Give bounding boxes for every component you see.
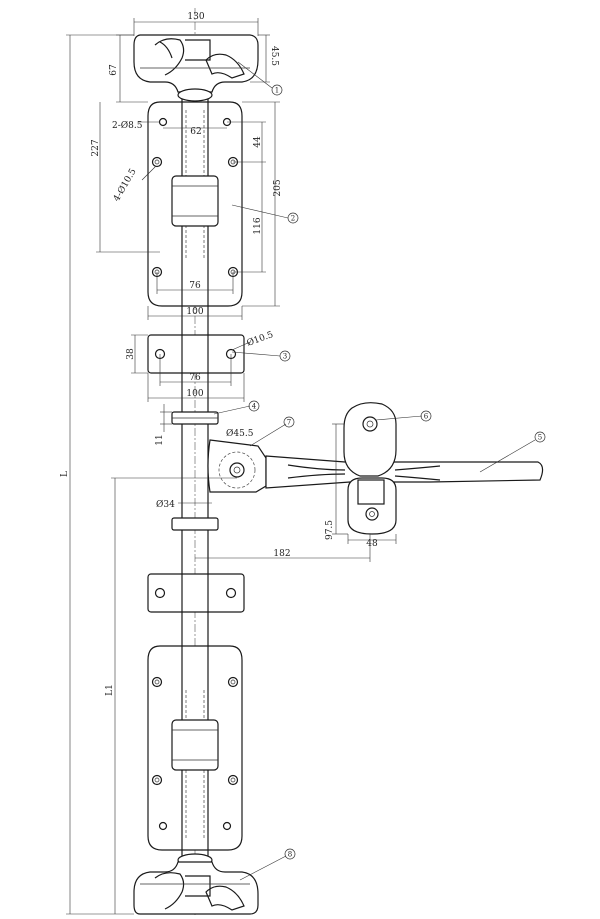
- callout-2: 2: [287, 212, 299, 224]
- dim-130: 130: [187, 12, 204, 22]
- handle-lock: [343, 402, 397, 535]
- dim-45-5-ring: Ø45.5: [226, 428, 254, 439]
- dim-45-5-top: 45.5: [269, 46, 279, 66]
- dim-100-a: 100: [186, 307, 203, 317]
- dim-97-5: 97.5: [325, 520, 335, 540]
- dimension-lines: [66, 18, 536, 915]
- lower-bracket: [147, 645, 243, 851]
- retaining-ring: [171, 411, 219, 425]
- callout-7: 7: [283, 416, 295, 428]
- dim-227: 227: [91, 139, 101, 156]
- callout-6: 6: [420, 410, 432, 422]
- dim-38: 38: [126, 348, 136, 360]
- top-cam-keeper: [133, 34, 259, 102]
- dim-67: 67: [109, 64, 119, 76]
- svg-text:7: 7: [287, 419, 291, 427]
- svg-text:4: 4: [252, 403, 257, 411]
- dim-100-b: 100: [186, 389, 203, 399]
- dim-44: 44: [253, 136, 263, 148]
- dim-L1: L1: [105, 684, 115, 696]
- svg-text:1: 1: [275, 87, 279, 95]
- svg-text:8: 8: [288, 851, 292, 859]
- dim-2-8-5: 2-Ø8.5: [112, 120, 143, 131]
- callout-5: 5: [534, 431, 546, 443]
- lower-guide-bracket: [147, 573, 245, 613]
- callout-8: 8: [284, 848, 296, 860]
- svg-text:5: 5: [538, 434, 542, 442]
- dim-10-5: Ø10.5: [245, 329, 275, 349]
- handle: [265, 455, 544, 489]
- dim-11: 11: [155, 434, 165, 445]
- dim-48: 48: [366, 539, 378, 549]
- dim-L: L: [60, 471, 70, 477]
- dim-205: 205: [273, 179, 283, 196]
- handle-hub: [207, 439, 267, 493]
- dim-182: 182: [273, 549, 290, 559]
- upper-bracket: [147, 101, 243, 307]
- callout-1: 1: [271, 84, 283, 96]
- svg-text:6: 6: [424, 413, 429, 421]
- lower-ring: [171, 517, 219, 531]
- dim-116: 116: [253, 217, 263, 234]
- dim-34: Ø34: [156, 499, 175, 510]
- callout-4: 4: [248, 400, 260, 412]
- guide-bracket: [147, 334, 245, 374]
- callout-3: 3: [279, 350, 291, 362]
- dim-4-10-5: 4-Ø10.5: [111, 166, 139, 203]
- bottom-cam-keeper: [133, 853, 259, 915]
- svg-text:2: 2: [291, 215, 295, 223]
- dim-76-a: 76: [189, 281, 201, 291]
- dim-62: 62: [190, 127, 201, 137]
- dim-76-b: 76: [189, 373, 201, 383]
- svg-text:3: 3: [283, 353, 287, 361]
